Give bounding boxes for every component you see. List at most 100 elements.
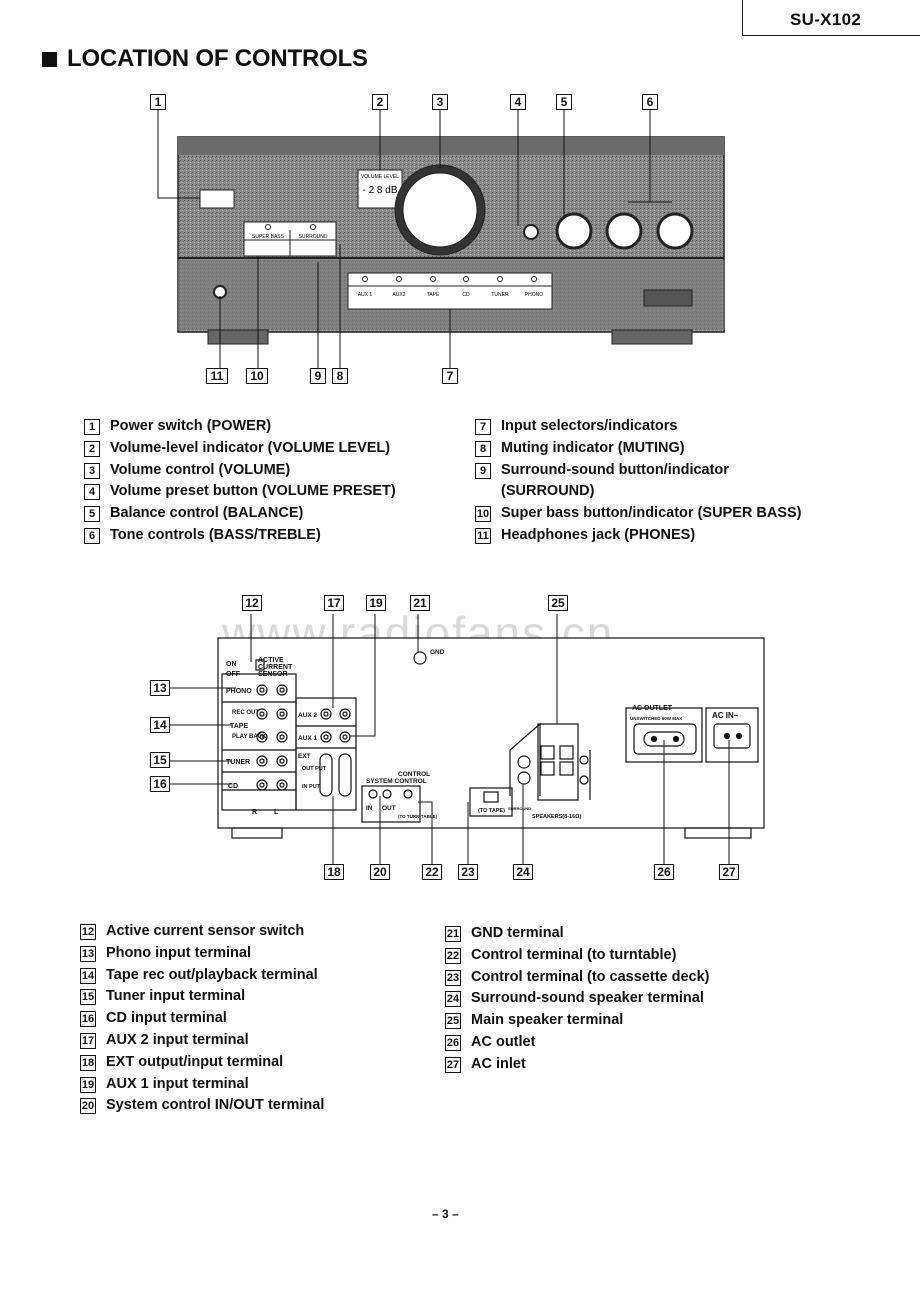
callout-17: 17 [324, 595, 344, 611]
callout-1: 1 [150, 94, 166, 110]
callout-4: 4 [510, 94, 526, 110]
rear-to-tape-label: (TO TAPE) [478, 808, 505, 814]
section-title: LOCATION OF CONTROLS [42, 45, 368, 73]
volume-level-display [357, 169, 403, 209]
bass-knob [605, 212, 643, 250]
rear-cd-label: CD [228, 783, 238, 790]
amp-rear-body [217, 637, 765, 829]
rear-panel-diagram: ON OFF ACTIVE CURRENT SENSOR PHONO TAPE … [170, 614, 765, 864]
rear-tuner-label: TUNER [226, 759, 250, 766]
callout-19: 19 [366, 595, 386, 611]
surround-label: SURROUND [299, 234, 328, 240]
input-tape-label: TAPE [427, 292, 440, 298]
rear-output-label: OUT PUT [302, 766, 327, 772]
display-label: VOLUME LEVEL [361, 174, 399, 180]
callout-2: 2 [372, 94, 388, 110]
callout-15: 15 [150, 752, 170, 768]
page-number: – 3 – [432, 1207, 459, 1221]
callout-20: 20 [370, 864, 390, 880]
rear-to-turntable-label: (TO TURN-TABLE) [398, 814, 438, 819]
rear-ac-in-label: AC IN~ [712, 711, 739, 720]
rear-in-label: IN [366, 805, 373, 812]
super-bass-label: SUPER BASS [252, 234, 285, 240]
callout-7: 7 [442, 368, 458, 384]
rear-out-label: OUT [382, 805, 396, 812]
rear-aux2-label: AUX 2 [298, 712, 318, 719]
section-title-text: LOCATION OF CONTROLS [67, 45, 368, 72]
callout-24: 24 [513, 864, 533, 880]
rear-system-control-label: SYSTEM CONTROL [366, 778, 427, 785]
callout-10: 10 [246, 368, 268, 384]
rear-r-label: R [252, 809, 257, 816]
input-aux2-label: AUX2 [392, 292, 405, 298]
callout-13: 13 [150, 680, 170, 696]
model-number: SU-X102 [790, 10, 862, 29]
rear-gnd-label: GND [430, 649, 445, 656]
bullet-square-icon [42, 51, 57, 67]
callout-11: 11 [206, 368, 228, 384]
rear-phono-label: PHONO [226, 688, 252, 695]
callout-21: 21 [410, 595, 430, 611]
front-panel-diagram: VOLUME LEVEL - 2 8 dB SUPER BASS SURROUN… [157, 110, 725, 368]
callout-14: 14 [150, 717, 170, 733]
rear-speakers-label: SPEAKERS(8-16Ω) [532, 814, 582, 820]
callout-16: 16 [150, 776, 170, 792]
model-box [742, 0, 920, 36]
rear-sensor-label: SENSOR [258, 671, 288, 678]
rear-off-label: OFF [226, 671, 241, 678]
rear-active-label: ACTIVE [258, 657, 284, 664]
callout-25: 25 [548, 595, 568, 611]
callout-26: 26 [654, 864, 674, 880]
volume-preset-button [523, 224, 539, 240]
rear-control-label: CONTROL [398, 771, 430, 778]
callout-3: 3 [432, 94, 448, 110]
rear-aux1-label: AUX 1 [298, 735, 318, 742]
input-cd-label: CD [462, 292, 470, 298]
callout-18: 18 [324, 864, 344, 880]
callout-5: 5 [556, 94, 572, 110]
rear-unswitched-label: UNSWITCHED 60W MAX [630, 716, 682, 721]
rear-l-label: L [274, 809, 279, 816]
input-tuner-label: TUNER [491, 292, 509, 298]
rear-playback-label: PLAY BACK [232, 734, 267, 740]
rear-on-label: ON [226, 661, 237, 668]
callout-6: 6 [642, 94, 658, 110]
balance-knob [555, 212, 593, 250]
callout-27: 27 [719, 864, 739, 880]
input-phono-label: PHONO [525, 292, 543, 298]
rear-ac-outlet-label: AC OUTLET [632, 705, 673, 712]
legend-item-continuation: (SURROUND) [501, 483, 595, 500]
rear-ext-label: EXT [298, 753, 311, 760]
rear-recout-label: REC OUT [232, 710, 259, 716]
rear-tape-label: TAPE [230, 723, 248, 730]
callout-8: 8 [332, 368, 348, 384]
